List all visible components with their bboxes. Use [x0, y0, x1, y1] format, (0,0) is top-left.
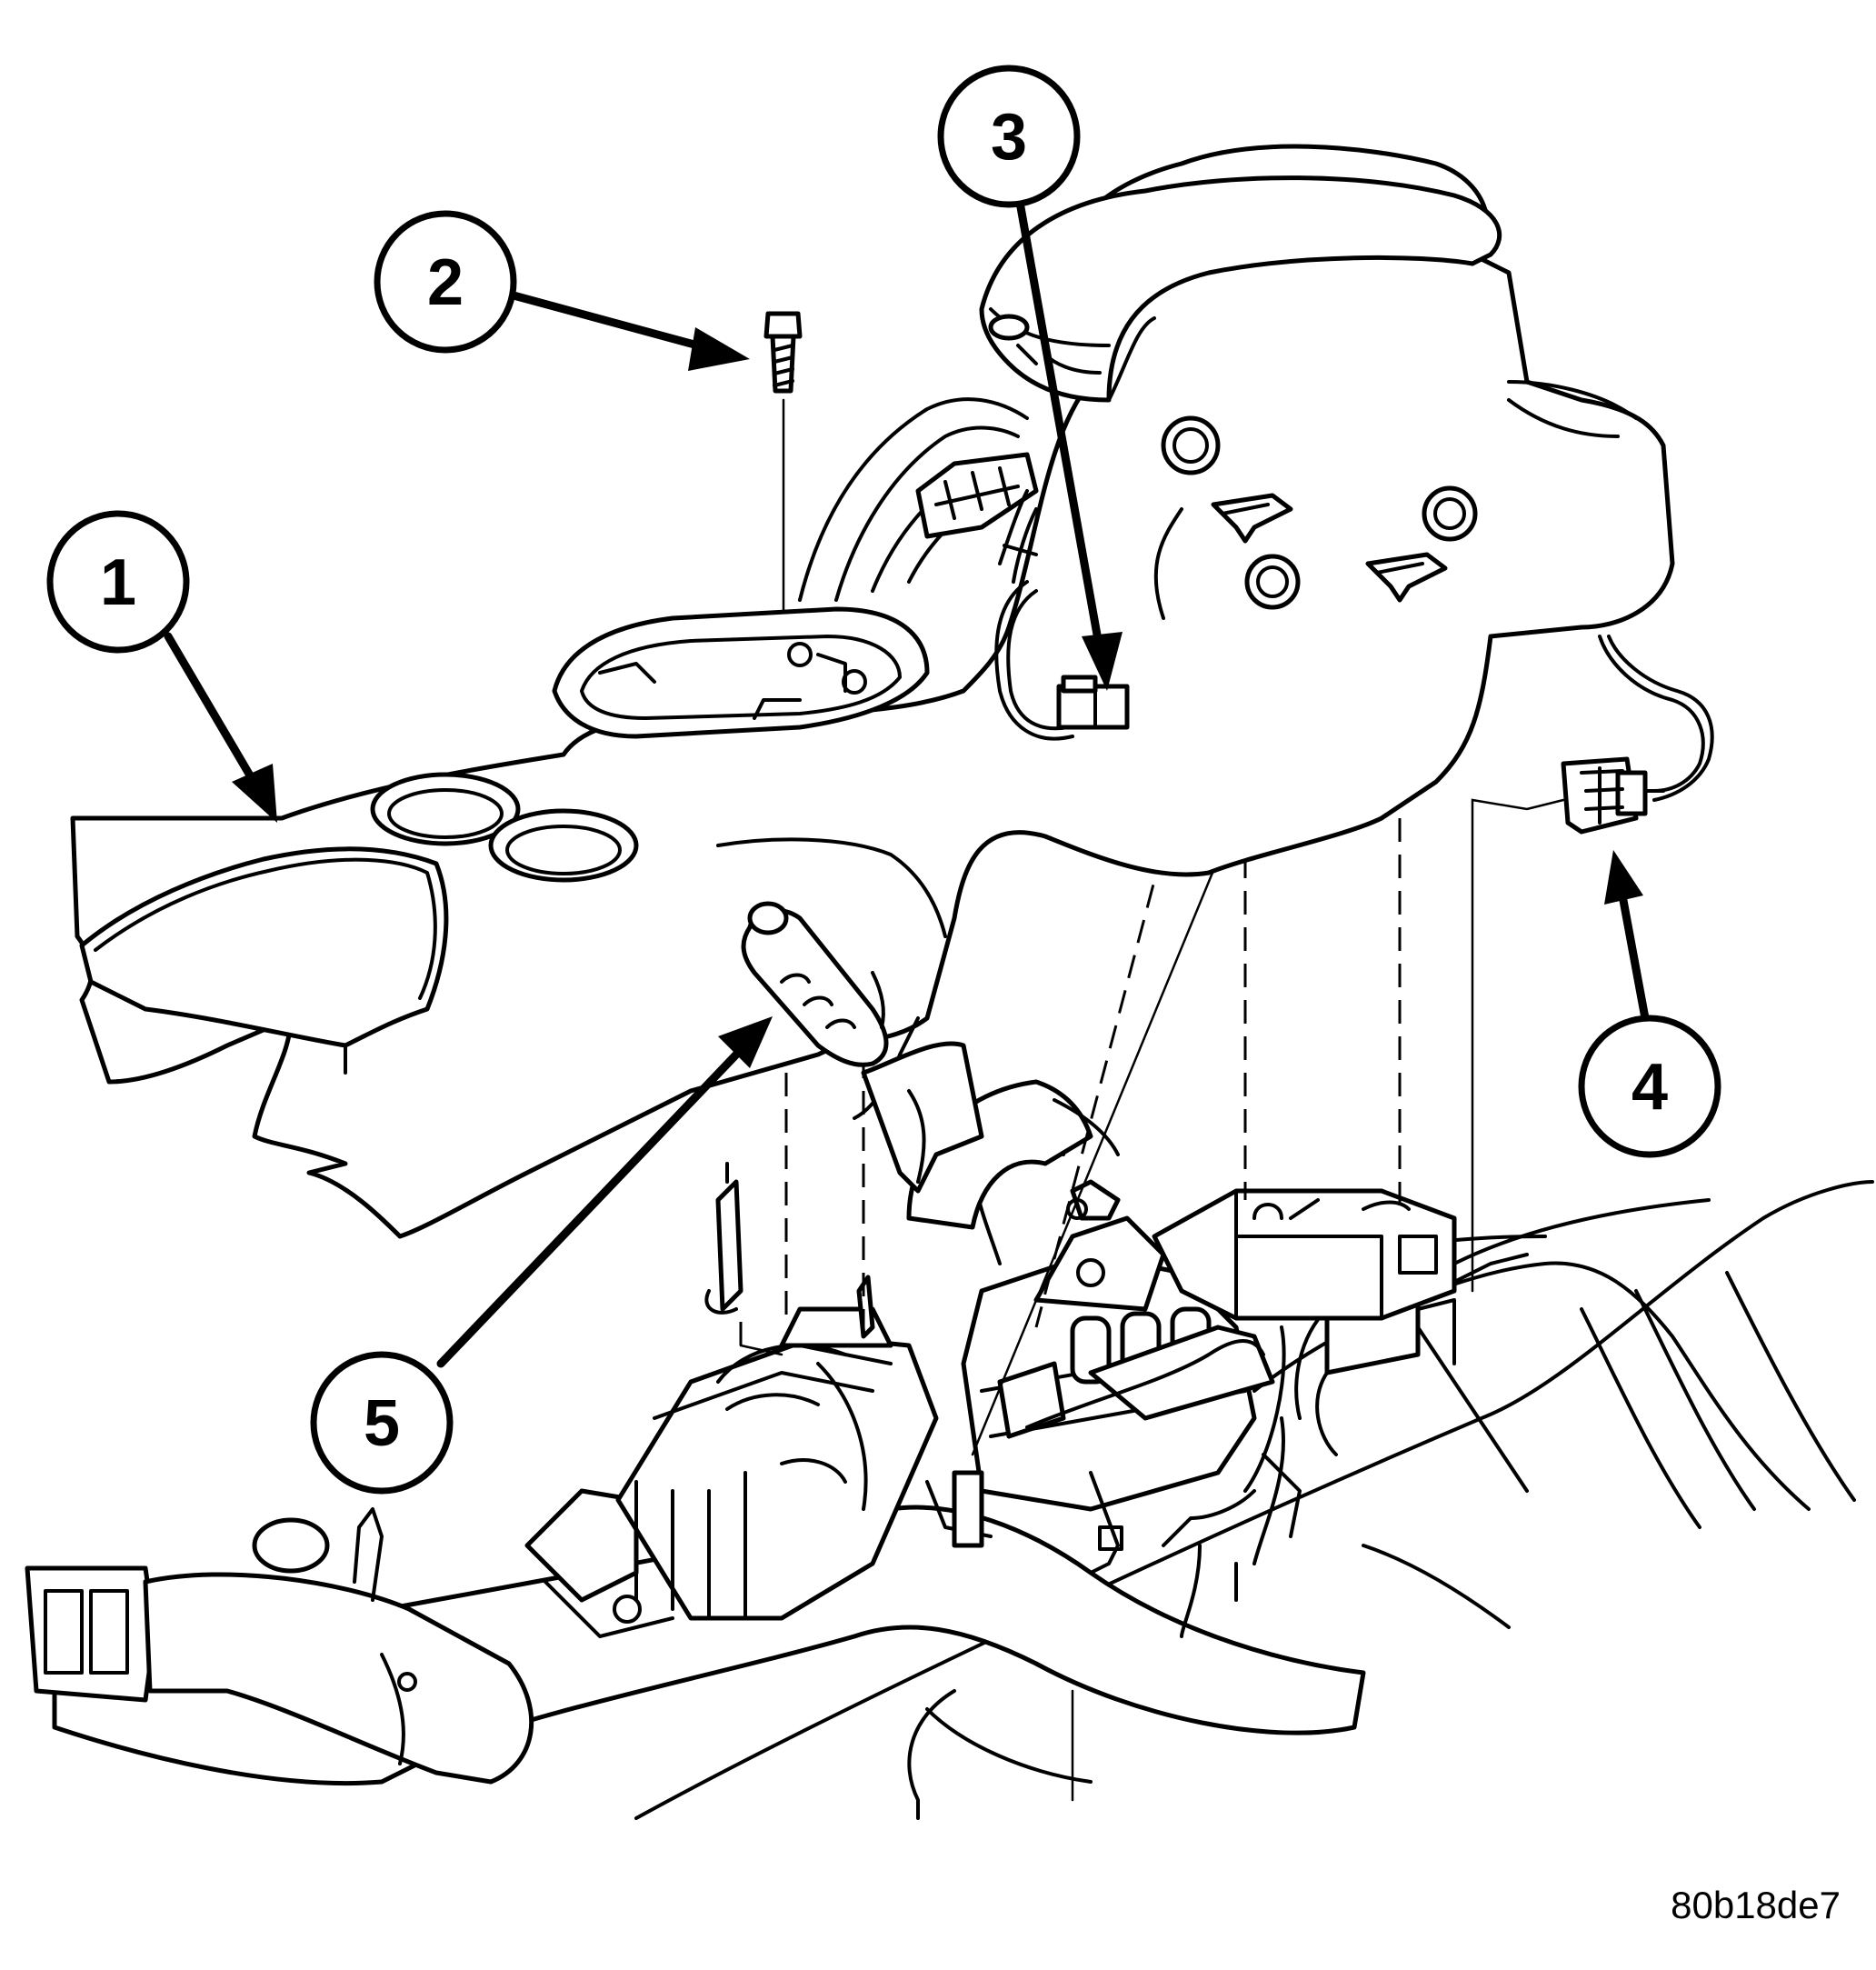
callout-arrow-3 [1012, 177, 1104, 655]
callout-4: 4 [1578, 1015, 1721, 1158]
callout-3: 3 [937, 65, 1081, 208]
callout-number-2: 2 [427, 246, 464, 319]
console-screw [763, 311, 803, 394]
callout-1: 1 [46, 510, 190, 654]
callout-5: 5 [310, 1351, 454, 1495]
shifter-mechanism [615, 1306, 939, 1621]
rear-harness-connector [1561, 635, 1714, 835]
console-harness-connector [994, 580, 1130, 741]
callout-arrow-5 [436, 1050, 741, 1368]
callout-number-4: 4 [1632, 1051, 1668, 1124]
callout-arrow-2 [509, 291, 709, 352]
console-bracket-right [1152, 1188, 1457, 1321]
parking-brake-handle [741, 901, 889, 1067]
floor-bracket-assembly [25, 1488, 1366, 1786]
callout-number-5: 5 [364, 1387, 400, 1460]
callout-number-3: 3 [991, 101, 1027, 174]
floor-console [70, 144, 1675, 1239]
callout-2: 2 [374, 210, 517, 354]
callout-number-1: 1 [100, 546, 136, 619]
figure-code: 80b18de7 [1671, 1884, 1841, 1926]
callout-arrows [164, 177, 1650, 1368]
parking-brake-mechanism [906, 1079, 1257, 1575]
callout-arrow-1 [164, 632, 264, 795]
callout-arrow-4 [1618, 891, 1650, 1023]
